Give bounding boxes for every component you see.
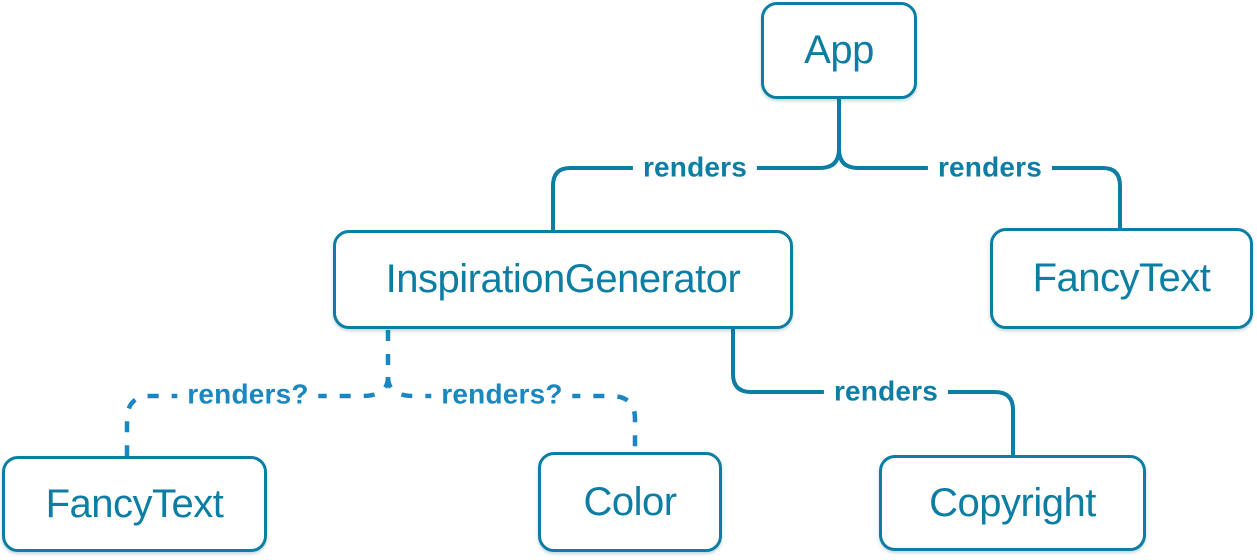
edge-inspirationgenerator-fancytext-dashed (124, 376, 391, 457)
node-inspiration-generator: InspirationGenerator (333, 230, 793, 329)
node-app: App (761, 2, 917, 99)
node-fancy-text-bottom: FancyText (2, 456, 267, 552)
edge-label-renders-inspirationgenerator-fancytext: renders? (177, 377, 319, 413)
edge-label-renders-inspirationgenerator-copyright: renders (823, 374, 949, 410)
edge-label-renders-app-inspirationgenerator: renders (632, 150, 758, 186)
edge-label-renders-inspirationgenerator-color: renders? (431, 377, 573, 413)
node-fancy-text-top: FancyText (990, 228, 1253, 329)
node-copyright: Copyright (879, 455, 1146, 551)
node-color: Color (538, 452, 722, 552)
edge-label-renders-app-fancytext: renders (927, 150, 1053, 186)
